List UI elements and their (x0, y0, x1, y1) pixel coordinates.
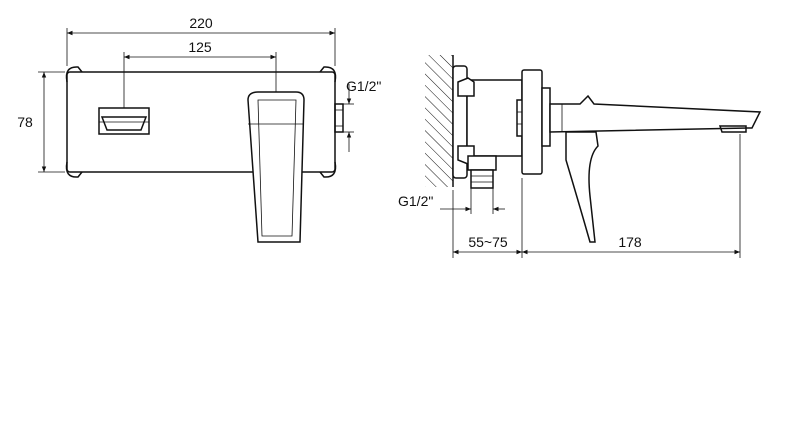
height-label: 78 (17, 114, 33, 130)
lug-top-left (65, 66, 83, 83)
wall-section (425, 55, 453, 187)
projection-label: 178 (618, 234, 642, 250)
side-inlet (334, 103, 344, 133)
dim-thread-side: G1/2" (398, 188, 505, 214)
lug-top-right (319, 66, 337, 83)
lever-side (565, 131, 599, 243)
cover-plate-side (521, 69, 543, 175)
spout-outlet (98, 107, 150, 135)
dim-width: 220 (66, 15, 336, 66)
bottom-inlet (467, 155, 497, 189)
side-view: G1/2" 55~75 178 (398, 55, 762, 258)
thread-front-label: G1/2" (346, 78, 381, 94)
spout-offset-label: 125 (188, 39, 212, 55)
lug-bottom-right (319, 161, 337, 178)
spout-side (549, 94, 762, 133)
valve-body (457, 77, 526, 165)
thread-side-label: G1/2" (398, 193, 433, 209)
lug-bottom-left (65, 161, 83, 178)
dim-spout-offset: 125 (123, 39, 277, 108)
lever-handle (247, 91, 305, 243)
depth-range-label: 55~75 (468, 234, 508, 250)
dim-thread-front: G1/2" (343, 78, 381, 152)
width-label: 220 (189, 15, 213, 31)
dim-depth-range: 55~75 (452, 178, 523, 258)
dim-projection: 178 (522, 134, 741, 258)
dim-height: 78 (17, 71, 65, 173)
front-view: 220 125 78 G1/2" (17, 15, 381, 243)
